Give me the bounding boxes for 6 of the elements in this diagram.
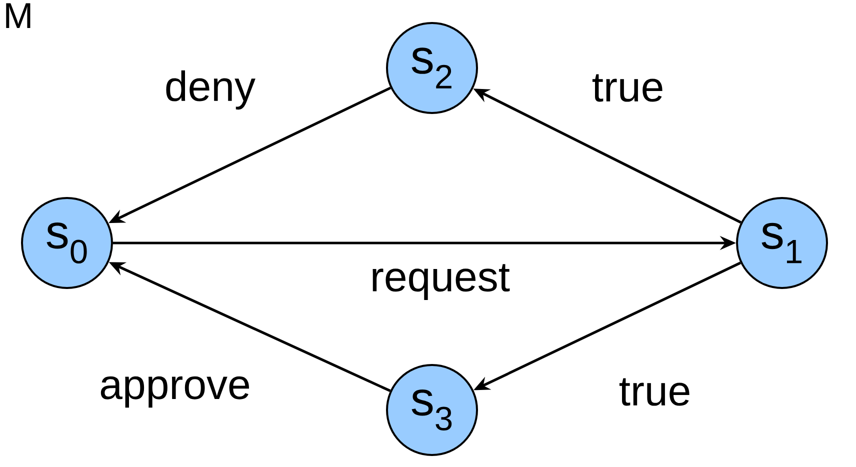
corner-letter: M [6,3,30,28]
edge-label: true [592,74,662,102]
edge-label: true [619,378,690,406]
edge-label: approve [100,376,249,408]
edge-label: deny [166,70,256,110]
edge-label: request [372,264,510,300]
